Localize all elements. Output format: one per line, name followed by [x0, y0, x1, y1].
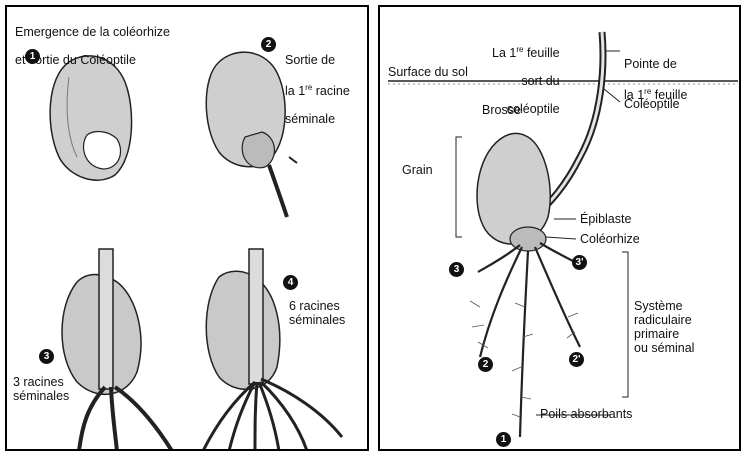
- seed-stage-1: [50, 56, 131, 180]
- first-leaf-label-post: feuille: [523, 46, 559, 60]
- first-leaf-label-pre: La 1: [492, 46, 516, 60]
- stage-3-badge: 3: [39, 349, 54, 364]
- stage-2-badge: 2: [261, 37, 276, 52]
- root-2-prime-badge: 2': [569, 352, 584, 367]
- epiblast-label: Épiblaste: [580, 212, 631, 226]
- stage-2-label-line-2-pre: la 1: [285, 84, 305, 98]
- stage-2-label-line-3: séminale: [285, 112, 335, 126]
- root-1-badge: 1: [496, 432, 511, 447]
- stage-1-badge: 1: [25, 49, 40, 64]
- seedling-stage-4: [203, 249, 342, 451]
- seed-stage-2: [206, 52, 297, 217]
- left-panel: Emergence de la coléorhize et sortie du …: [5, 5, 369, 451]
- stage-4-badge: 4: [283, 275, 298, 290]
- grain-label: Grain: [402, 163, 433, 177]
- stage-2-label: Sortie de la 1re racine séminale: [285, 39, 350, 126]
- stage-3-label: 3 racines séminales: [13, 375, 69, 403]
- coleoptile-label: Coléoptile: [624, 97, 680, 111]
- grain-shape: [477, 133, 550, 244]
- left-title-line-1: Emergence de la coléorhize: [15, 25, 170, 39]
- root-3-badge: 3: [449, 262, 464, 277]
- root-2-badge: 2: [478, 357, 493, 372]
- stage-4-label: 6 racines séminales: [289, 299, 345, 327]
- leaf-tip-label: Pointe de la 1re feuille: [624, 43, 687, 102]
- first-leaf-sort-du: sort du: [499, 74, 559, 88]
- right-panel: La 1re feuille sort du coléoptile Pointe…: [378, 5, 741, 451]
- stage-2-label-line-1: Sortie de: [285, 53, 335, 67]
- brush-label: Brosse: [482, 103, 521, 117]
- root-system-label: Système radiculaire primaire ou séminal: [634, 299, 694, 355]
- coleorhiza-label: Coléorhize: [580, 232, 640, 246]
- stage-2-label-line-2-post: racine: [312, 84, 350, 98]
- soil-surface-label: Surface du sol: [388, 65, 468, 79]
- root-hairs-label: Poils absorbants: [540, 407, 632, 421]
- root-3-prime-badge: 3': [572, 255, 587, 270]
- seedling-stage-3: [62, 249, 172, 451]
- leaf-tip-line-1: Pointe de: [624, 57, 677, 71]
